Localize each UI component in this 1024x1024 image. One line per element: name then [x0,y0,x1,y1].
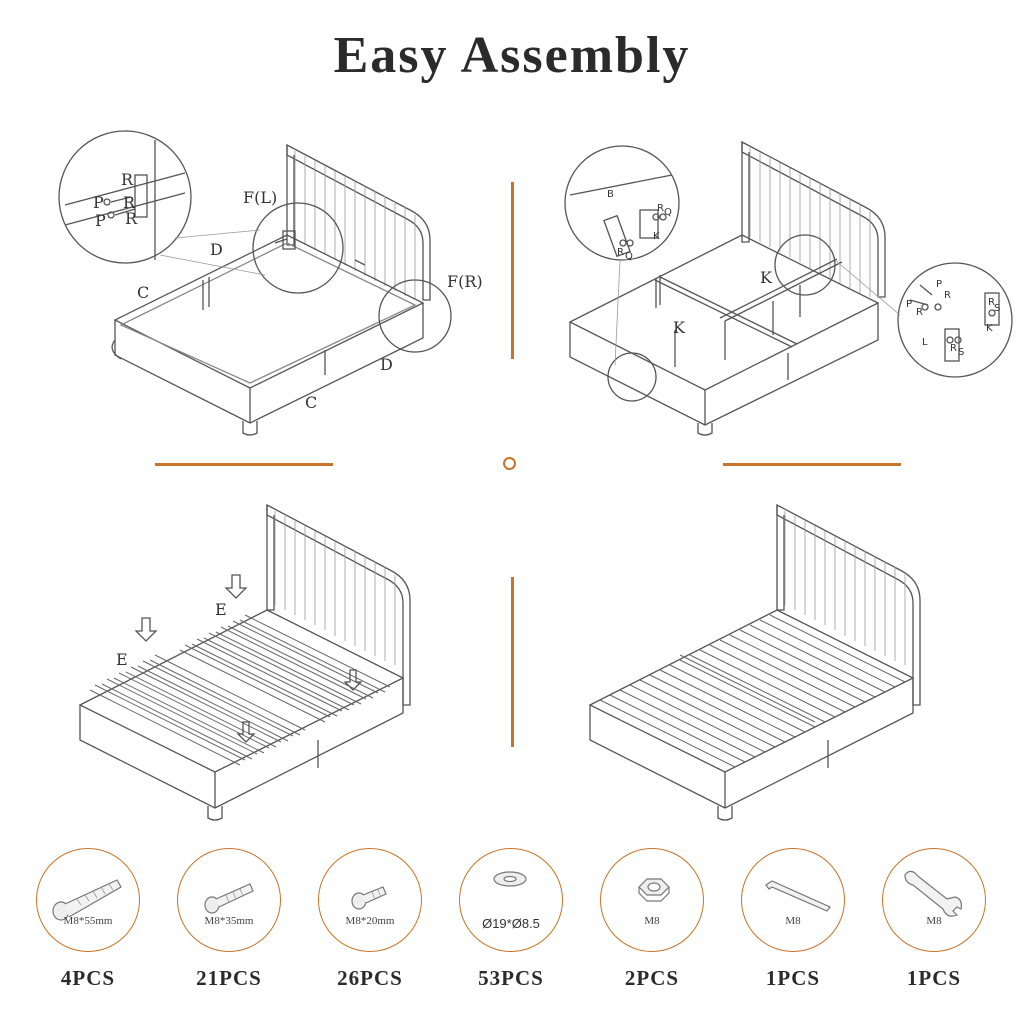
part-4: Ø19*Ø8.5 53PCS [458,848,564,991]
part-5-quantity: 2PCS [624,966,680,990]
label-rs2-s: S [958,347,964,358]
label-rs1-s: S [994,303,1000,314]
part-7-circle: M8 [882,848,986,952]
part-4-quantity: 53PCS [478,966,544,990]
label-l: L [922,337,928,348]
center-dot [503,457,516,470]
wrench-icon [904,870,962,917]
hex-nut-icon [638,878,670,902]
divider-right [723,463,901,466]
label-k-center: K [760,268,773,287]
step-1-frame-diagram: R P R P R F(L) F(R) D D C C [58,130,483,436]
label-r-top: R [121,170,134,189]
part-3-size: M8*20mm [345,915,395,927]
part-7: M8 1PCS [881,848,987,991]
washer-icon [493,871,527,887]
part-7-quantity: 1PCS [906,966,962,990]
label-p2: P [936,279,942,290]
part-6-quantity: 1PCS [765,966,821,990]
part-3: M8*20mm 26PCS [317,848,423,991]
label-f-left: F(L) [243,188,277,207]
label-r-a: R [916,307,923,318]
label-rq1-r: R [657,203,664,214]
label-b: B [607,189,614,200]
label-c2: C [305,393,317,412]
part-6-size: M8 [785,915,801,927]
part-2: M8*35mm 21PCS [176,848,282,991]
divider-left [155,463,333,466]
label-r-b: R [944,290,951,301]
allen-key-icon [765,880,831,912]
divider-top [511,182,514,359]
label-r1: R [123,193,136,212]
label-rs2-r: R [950,343,957,354]
part-5-size: M8 [644,915,660,927]
label-r2: R [125,209,138,228]
label-k-right: K [986,323,993,334]
part-1-size: M8*55mm [63,915,113,927]
label-e2: E [116,650,128,669]
label-p: P [906,299,912,310]
label-d2: D [380,355,393,374]
label-rq2-r: R [617,247,624,258]
part-7-size: M8 [926,915,942,927]
part-6: M8 1PCS [740,848,846,991]
long-bolt-icon [52,879,122,921]
part-1-circle: M8*55mm [36,848,140,952]
label-k1: K [653,231,660,242]
label-f-right: F(R) [447,272,483,291]
short-bolt-icon [351,886,387,910]
part-4-circle: Ø19*Ø8.5 [459,848,563,952]
part-3-circle: M8*20mm [318,848,422,952]
label-c1: C [137,283,149,302]
label-rs1-r: R [988,297,995,308]
part-1: M8*55mm 4PCS [35,848,141,991]
step-3-slats-diagram: E E [78,503,411,821]
part-2-circle: M8*35mm [177,848,281,952]
label-p2: P [95,211,106,230]
part-6-circle: M8 [741,848,845,952]
part-3-quantity: 26PCS [337,966,403,990]
part-2-size: M8*35mm [204,915,254,927]
label-k-left: K [673,318,686,337]
part-1-quantity: 4PCS [60,966,116,990]
divider-bottom [511,577,514,747]
label-e1: E [215,600,227,619]
page-title: Easy Assembly [333,27,691,84]
part-4-size: Ø19*Ø8.5 [482,916,540,931]
part-5: M8 2PCS [599,848,705,991]
label-rq1-q: Q [664,207,672,218]
step-2-support-diagram: B R Q K R Q K K P R P R R S K L R S [564,140,1013,436]
step-4-complete-diagram [588,503,921,821]
part-2-quantity: 21PCS [196,966,262,990]
label-p1: P [93,193,104,212]
label-d1: D [210,240,223,259]
part-5-circle: M8 [600,848,704,952]
medium-bolt-icon [204,883,254,914]
label-rq2-q: Q [625,251,633,262]
